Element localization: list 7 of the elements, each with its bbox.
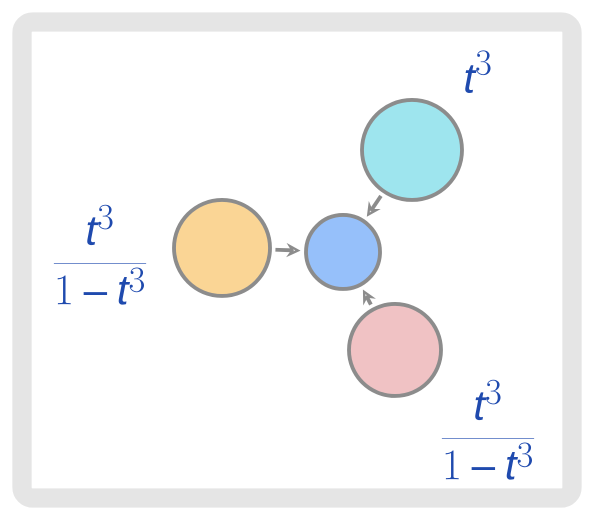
circle xyxy=(172,198,272,298)
circle xyxy=(304,213,382,291)
formula: $\frac{t^3}{1-t^3}$ xyxy=(54,204,146,305)
formula: $\frac{t^3}{1-t^3}$ xyxy=(442,380,534,480)
circle xyxy=(347,302,443,398)
formula: $t^3$ xyxy=(465,50,491,93)
circle xyxy=(360,98,464,202)
